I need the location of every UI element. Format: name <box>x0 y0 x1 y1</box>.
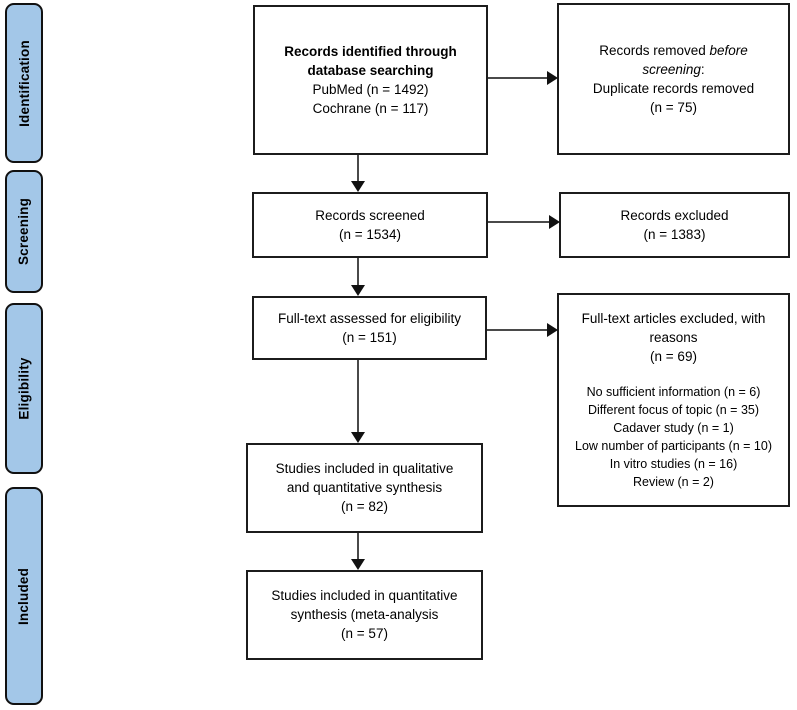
records-removed-count: (n = 75) <box>650 100 697 115</box>
records-identified-cochrane: Cochrane (n = 117) <box>312 101 429 116</box>
fulltext-excluded-count: (n = 69) <box>650 349 697 364</box>
box-quantitative-synthesis: Studies included in quantitative synthes… <box>246 570 483 660</box>
reason-item: Different focus of topic (n = 35) <box>587 403 760 417</box>
arrowhead-down-icon <box>351 181 365 192</box>
stage-included-label: Included <box>16 567 32 625</box>
stage-included: Included <box>5 487 43 705</box>
records-screened-count: (n = 1534) <box>339 227 401 242</box>
stage-screening: Screening <box>5 170 43 293</box>
reason-item: No sufficient information (n = 6) <box>586 385 761 399</box>
reason-item: Review (n = 2) <box>633 475 714 489</box>
box-fulltext-excluded: Full-text articles excluded, with reason… <box>557 293 790 507</box>
quantitative-line2: synthesis (meta-analysis <box>290 607 439 622</box>
arrowhead-right-icon <box>549 215 560 229</box>
records-identified-title: Records identified through database sear… <box>284 44 457 78</box>
connector-identified-to-screened <box>357 155 359 183</box>
fulltext-excluded-reasons: No sufficient information (n = 6) Differ… <box>567 383 780 491</box>
box-records-excluded: Records excluded (n = 1383) <box>559 192 790 258</box>
stage-screening-label: Screening <box>16 197 32 266</box>
quantitative-count: (n = 57) <box>341 626 388 641</box>
reason-item: In vitro studies (n = 16) <box>609 457 738 471</box>
records-excluded-count: (n = 1383) <box>643 227 706 242</box>
connector-fulltext-to-excluded <box>487 329 548 331</box>
records-excluded-label: Records excluded <box>620 208 729 223</box>
arrowhead-right-icon <box>547 71 558 85</box>
reason-item: Cadaver study (n = 1) <box>613 421 734 435</box>
qualitative-line2: and quantitative synthesis <box>286 480 443 495</box>
connector-screened-to-fulltext <box>357 258 359 286</box>
qualitative-count: (n = 82) <box>341 499 388 514</box>
connector-qualitative-to-quantitative <box>357 533 359 560</box>
connector-fulltext-to-qualitative <box>357 360 359 433</box>
fulltext-excluded-title: Full-text articles excluded, with reason… <box>581 311 766 345</box>
box-records-removed: Records removed before screening: Duplic… <box>557 3 790 155</box>
arrowhead-right-icon <box>547 323 558 337</box>
arrowhead-down-icon <box>351 285 365 296</box>
fulltext-assessed-count: (n = 151) <box>342 330 397 345</box>
records-removed-title-colon: : <box>700 62 705 77</box>
records-screened-label: Records screened <box>315 208 425 223</box>
connector-identified-to-removed <box>488 77 548 79</box>
connector-screened-to-excluded <box>488 221 550 223</box>
fulltext-assessed-label: Full-text assessed for eligibility <box>277 311 462 326</box>
box-fulltext-assessed: Full-text assessed for eligibility (n = … <box>252 296 487 360</box>
records-removed-title-regular: Records removed <box>599 43 710 58</box>
stage-identification: Identification <box>5 3 43 163</box>
reason-item: Low number of participants (n = 10) <box>575 439 772 453</box>
records-removed-title: Records removed before screening: <box>581 41 766 79</box>
records-removed-title-italic: before screening <box>642 43 748 77</box>
arrowhead-down-icon <box>351 432 365 443</box>
arrowhead-down-icon <box>351 559 365 570</box>
qualitative-line1: Studies included in qualitative <box>275 461 454 476</box>
stage-eligibility-label: Eligibility <box>16 357 32 420</box>
box-qualitative-synthesis: Studies included in qualitative and quan… <box>246 443 483 533</box>
quantitative-line1: Studies included in quantitative <box>271 588 458 603</box>
records-identified-pubmed: PubMed (n = 1492) <box>312 82 429 97</box>
box-records-identified: Records identified through database sear… <box>253 5 488 155</box>
stage-eligibility: Eligibility <box>5 303 43 474</box>
stage-identification-label: Identification <box>16 39 32 127</box>
records-removed-duplicates: Duplicate records removed <box>592 81 755 96</box>
box-records-screened: Records screened (n = 1534) <box>252 192 488 258</box>
